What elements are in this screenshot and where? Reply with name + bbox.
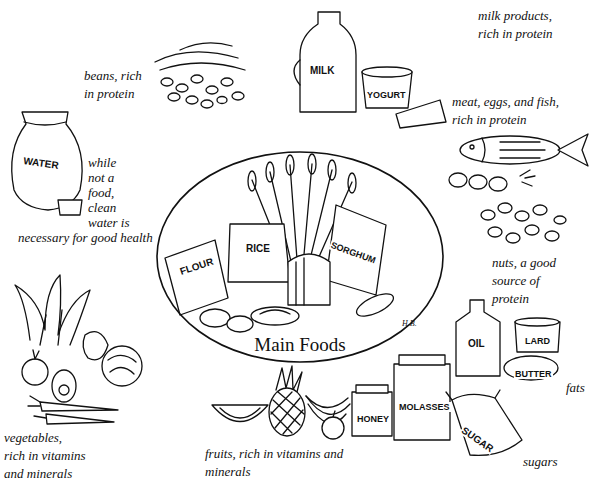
sugars [352, 355, 522, 455]
pack-label-text: HONEY [356, 414, 390, 424]
food-caption: meat, eggs, and fish, rich in protein [452, 92, 578, 128]
oval-line [157, 152, 443, 362]
food-caption-text: nuts, a good source of protein [492, 255, 556, 306]
pack-label: BUTTER [514, 363, 553, 381]
pack-label: YOGURT [366, 84, 407, 102]
milk-bottle [294, 12, 356, 112]
pack-label-text: LARD [524, 336, 551, 346]
food-caption-text: meat, eggs, and fish, rich in protein [452, 94, 559, 127]
sack-label-text: RICE [245, 243, 271, 254]
yogurt-tub [362, 67, 446, 128]
food-caption: beans, rich in protein [84, 66, 152, 102]
food-caption: nuts, a good source of protein [492, 253, 574, 307]
pack-label-text: BUTTER [514, 369, 553, 379]
oval-title: Main Foods [254, 334, 345, 356]
pack-label: MOLASSES [398, 396, 451, 414]
signature-text: H.B. [402, 319, 417, 328]
wrap-spacer [133, 155, 193, 217]
pack-label: OIL [467, 333, 486, 351]
food-caption: milk products, rich in protein [478, 6, 574, 42]
pack-label-text: YOGURT [366, 90, 407, 100]
oval-outline [155, 150, 445, 364]
sack-label: RICE [245, 238, 271, 256]
signature: H.B. [402, 312, 417, 330]
food-oval: Main Foods [155, 150, 445, 364]
fats [456, 300, 560, 380]
food-caption: vegetables, rich in vitamins and mineral… [4, 428, 86, 482]
pack-label-text: MILK [309, 65, 335, 76]
vegetables [15, 275, 142, 424]
food-caption-text: milk products, rich in protein [478, 8, 553, 41]
pack-label-text: OIL [467, 338, 486, 349]
beans [155, 43, 245, 108]
pack-label-text: WATER [22, 155, 61, 171]
food-caption-text: sugars [523, 454, 558, 469]
food-caption-text: beans, rich in protein [84, 68, 142, 101]
food-caption-text: fats [566, 380, 585, 395]
food-caption: fruits, rich in vitamins and minerals [205, 444, 367, 480]
pack-label: HONEY [356, 408, 390, 426]
food-caption: sugars [523, 452, 558, 470]
pack-label: MILK [309, 60, 335, 78]
fish-and-eggs [449, 134, 588, 191]
food-caption-text: fruits, rich in vitamins and minerals [205, 446, 343, 479]
food-caption: fats [566, 378, 585, 396]
pack-label-text: MOLASSES [398, 402, 451, 412]
main-foods-drawing [165, 154, 397, 332]
water-jar [12, 112, 82, 215]
nuts [481, 203, 566, 243]
food-caption-text: while not a food, clean water is necessa… [18, 155, 153, 245]
pack-label: LARD [524, 330, 551, 348]
fruits [212, 366, 350, 439]
food-caption-text: vegetables, rich in vitamins and mineral… [4, 430, 86, 481]
